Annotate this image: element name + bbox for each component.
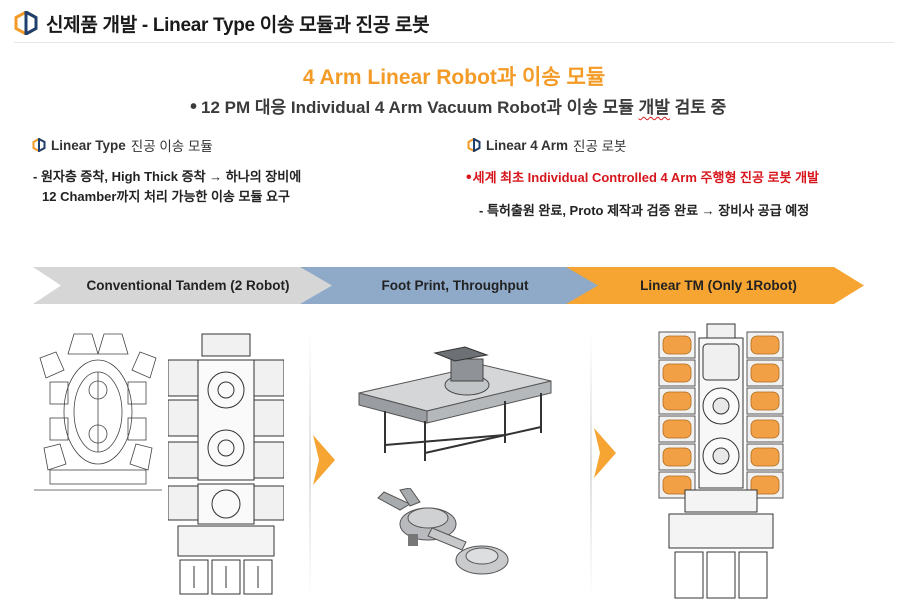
chevron-shape <box>33 267 333 304</box>
column-separator <box>309 330 311 600</box>
chevron-shape <box>300 267 600 304</box>
subtitle-suffix: 검토 중 <box>669 98 727 117</box>
chevron-linear-tm: Linear TM (Only 1Robot) <box>566 267 864 304</box>
chevron-label: Foot Print, Throughput <box>381 278 529 293</box>
left-heading-bold: Linear Type <box>51 137 126 153</box>
hexagon-logo-icon <box>14 11 38 35</box>
left-section-heading: Linear Type 진공 이송 모듈 <box>32 135 213 155</box>
subtitle-bullet: • <box>190 96 198 118</box>
chevron-right-icon <box>313 435 335 485</box>
main-title: 4 Arm Linear Robot과 이송 모듈 <box>302 66 606 89</box>
chevron-shape <box>566 267 864 304</box>
red-line-text: 세계 최초 Individual Controlled 4 Arm 주행형 진공… <box>472 170 820 185</box>
left-line-2: 12 Chamber까지 처리 가능한 이송 모듈 요구 <box>42 189 290 204</box>
chevron-footprint-throughput: Foot Print, Throughput <box>300 267 600 304</box>
four-arm-robot-render <box>377 488 509 575</box>
chevron-label: Linear TM (Only 1Robot) <box>640 278 797 293</box>
left-line-1: - 원자층 증착, High Thick 증착 → 하나의 장비에 <box>33 169 302 184</box>
subtitle: •12 PM 대응 Individual 4 Arm Vacuum Robot과… <box>190 93 726 119</box>
column-separator <box>590 330 592 600</box>
patent-sketch-drawing <box>34 333 162 491</box>
chevron-right-icon <box>594 428 616 478</box>
right-section-heading: Linear 4 Arm 진공 로봇 <box>467 135 626 155</box>
linear-robot-3d-render <box>358 346 552 461</box>
conventional-tandem-drawing <box>168 333 284 595</box>
linear-tm-drawing <box>658 323 784 599</box>
right-heading-bold: Linear 4 Arm <box>486 137 569 153</box>
subtitle-underlined: 개발 <box>638 98 670 117</box>
subtitle-prefix: 12 PM 대응 Individual 4 Arm Vacuum Robot과 … <box>201 98 639 117</box>
page-title: 신제품 개발 - Linear Type 이송 모듈과 진공 로봇 <box>46 15 430 36</box>
right-line-2: - 특허출원 완료, Proto 제작과 검증 완료 → 장비사 공급 예정 <box>479 203 810 218</box>
hexagon-bullet-icon <box>32 138 46 152</box>
right-heading-rest: 진공 로봇 <box>573 139 627 154</box>
red-bullet: • <box>466 169 472 186</box>
chevron-conventional-tandem: Conventional Tandem (2 Robot) <box>33 267 333 304</box>
header-divider <box>14 42 894 43</box>
right-red-line: •세계 최초 Individual Controlled 4 Arm 주행형 진… <box>466 167 819 187</box>
hexagon-bullet-icon <box>467 138 481 152</box>
chevron-label: Conventional Tandem (2 Robot) <box>86 278 290 293</box>
left-heading-rest: 진공 이송 모듈 <box>130 139 213 154</box>
